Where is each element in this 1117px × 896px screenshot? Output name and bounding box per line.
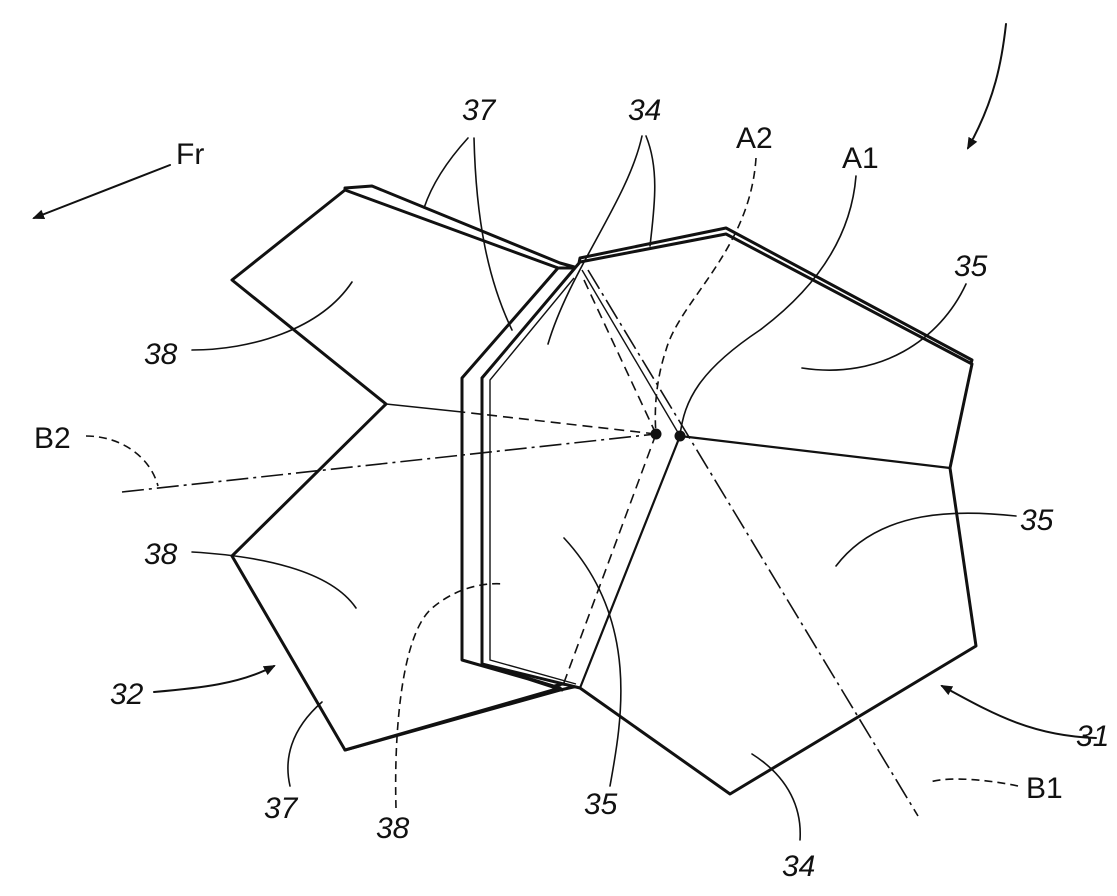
- label-37-bottom: 37: [264, 792, 299, 825]
- label-34-bottom: 34: [782, 850, 815, 883]
- leader-a1: [679, 175, 857, 437]
- axis-b2: [121, 433, 657, 493]
- fold-line-upper: [581, 269, 681, 437]
- label-38-upper: 38: [144, 338, 178, 371]
- fold-line-right: [678, 434, 952, 470]
- member-31-inner-edge: [489, 277, 577, 685]
- fold-line-lower: [578, 434, 682, 690]
- leader-38-upper: [191, 281, 353, 351]
- member-32-fold-line: [385, 403, 463, 413]
- label-b2: B2: [34, 422, 71, 455]
- leader-37-top-b: [473, 137, 513, 331]
- direction-arrows: [32, 23, 1097, 739]
- leader-lines: [85, 135, 1019, 841]
- hidden-line-center-to-lower: [561, 433, 657, 689]
- reference-labels: Fr 37 34 A2 A1 35 38 B2 35 38 32 31 37 3…: [34, 94, 1109, 883]
- leader-35-top-right: [801, 283, 967, 371]
- leader-38-bottom: [394, 582, 505, 809]
- member-31-body: [480, 232, 978, 796]
- leader-b2: [85, 435, 159, 487]
- member-31-pointer-arrow: [940, 685, 1097, 739]
- leader-34-bottom: [751, 753, 801, 841]
- axis-lines: [121, 269, 919, 817]
- leader-37-top-a: [423, 137, 469, 209]
- label-32: 32: [110, 678, 144, 711]
- label-35-right: 35: [1020, 504, 1054, 537]
- front-direction-arrow: [32, 164, 171, 220]
- label-34-top: 34: [628, 94, 661, 127]
- label-fr: Fr: [176, 138, 204, 171]
- label-38-bottom: 38: [376, 812, 410, 845]
- hidden-line-center-to-upper: [583, 279, 657, 435]
- leader-34-top-a: [645, 135, 656, 247]
- leader-35-bottom: [563, 537, 622, 787]
- hidden-lines: [461, 279, 657, 689]
- label-35-bottom: 35: [584, 788, 618, 821]
- leader-b1: [929, 778, 1019, 787]
- label-37-top: 37: [462, 94, 497, 127]
- label-a1: A1: [842, 142, 879, 175]
- label-b1: B1: [1026, 772, 1063, 805]
- leader-37-bottom: [287, 701, 323, 787]
- hidden-line-center-to-left: [461, 411, 657, 435]
- leader-34-top-b: [547, 135, 643, 345]
- axis-b1: [587, 269, 919, 817]
- member-32-pointer-arrow: [153, 665, 276, 693]
- member-31: [460, 226, 978, 796]
- label-a2: A2: [736, 122, 773, 155]
- label-35-top-right: 35: [954, 250, 988, 283]
- label-31: 31: [1076, 720, 1109, 753]
- label-38-middle: 38: [144, 538, 178, 571]
- leader-35-right: [835, 512, 1017, 567]
- view-direction-arrow: [967, 23, 1007, 150]
- leader-38-middle: [191, 551, 357, 609]
